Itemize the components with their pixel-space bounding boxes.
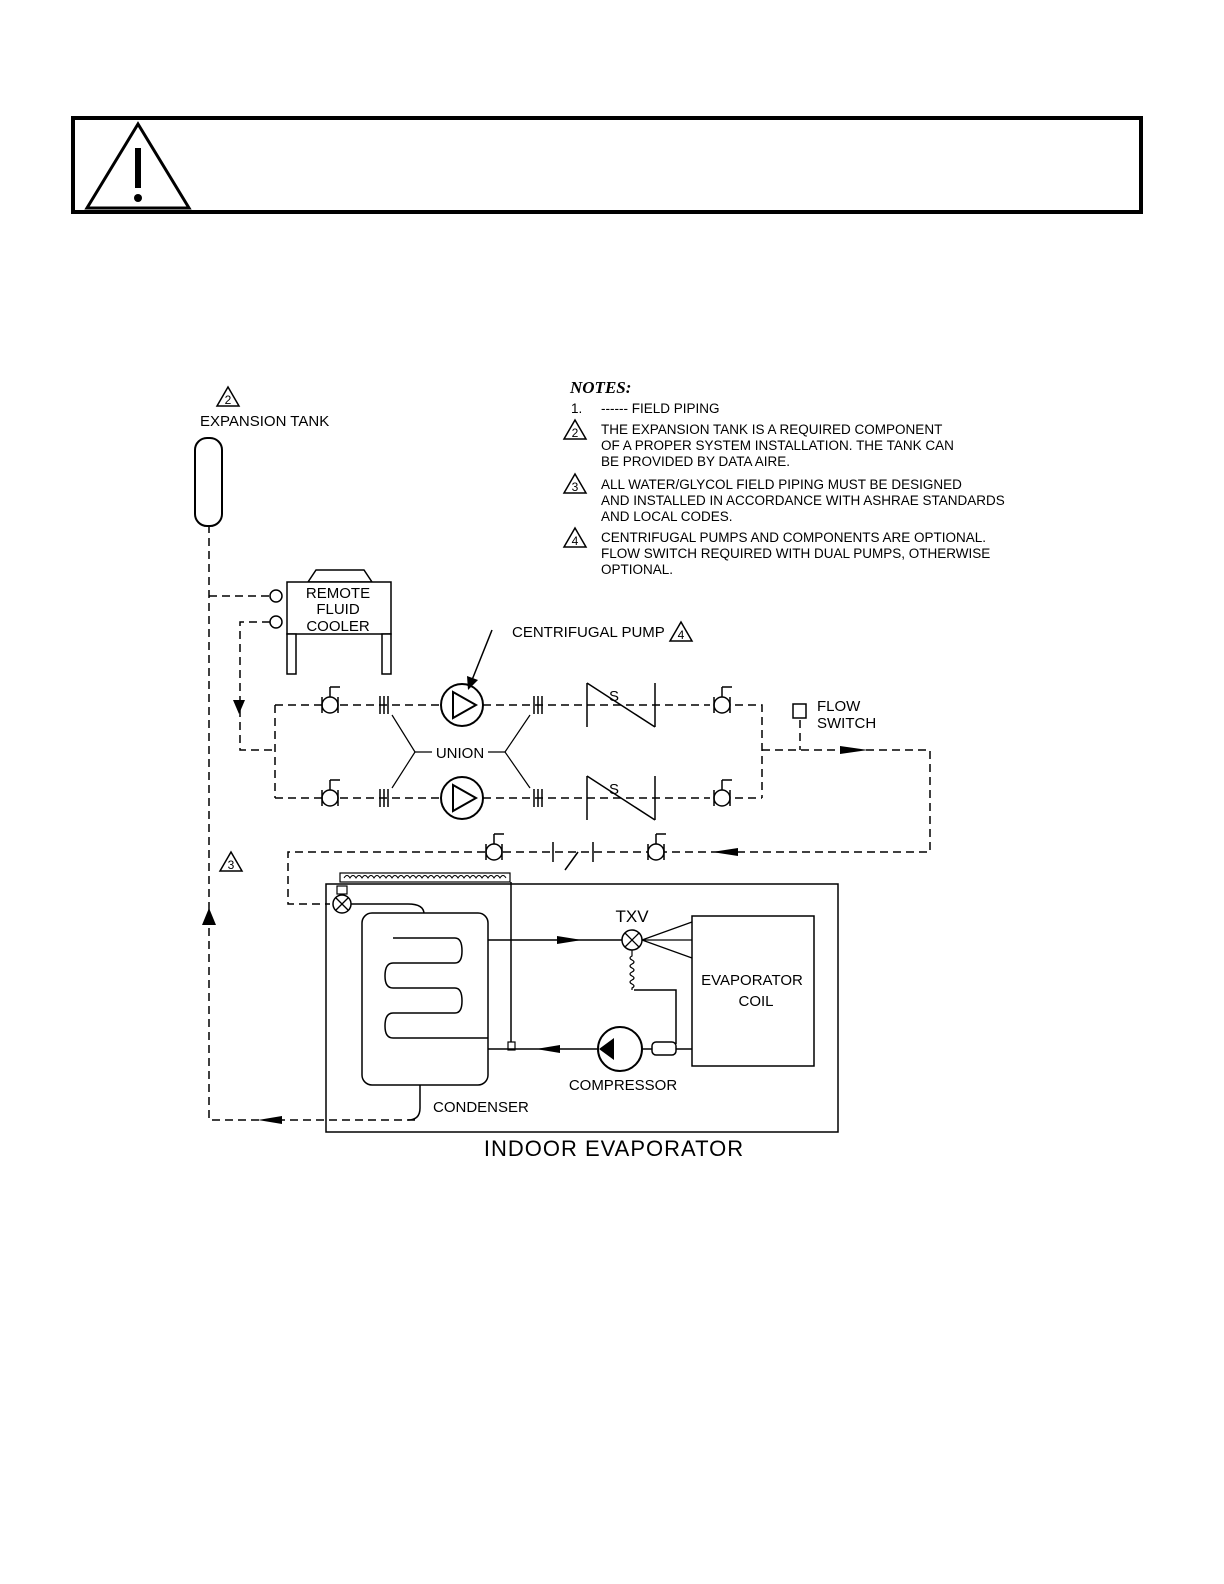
warning-triangle-icon — [84, 121, 192, 210]
note-2-line: OF A PROPER SYSTEM INSTALLATION. THE TAN… — [601, 438, 954, 453]
note-marker-3: 3 — [228, 858, 235, 872]
svg-text:COOLER: COOLER — [306, 618, 370, 635]
note-marker-4: 4 — [678, 628, 685, 642]
txv: TXV — [615, 907, 693, 990]
notes: NOTES: 1. ------ FIELD PIPING 2 THE EXPA… — [563, 378, 1005, 577]
evaporator-coil: EVAPORATOR COIL — [691, 915, 815, 1067]
note-marker-2: 2 — [225, 393, 232, 407]
note-3-line: ALL WATER/GLYCOL FIELD PIPING MUST BE DE… — [601, 477, 962, 492]
note-2-marker: 2 — [572, 426, 579, 440]
pump-loop: S S — [321, 682, 733, 821]
expansion-tank — [194, 437, 223, 527]
notes-title: NOTES: — [569, 378, 631, 397]
expansion-tank-label: EXPANSION TANK — [200, 413, 329, 430]
svg-text:FLUID: FLUID — [316, 601, 360, 618]
txv-label: TXV — [615, 907, 649, 926]
svg-text:EVAPORATOR: EVAPORATOR — [701, 972, 803, 989]
union-label: UNION — [436, 745, 484, 762]
note-2-line: THE EXPANSION TANK IS A REQUIRED COMPONE… — [601, 422, 942, 437]
note-3-marker: 3 — [572, 480, 579, 494]
svg-text:REMOTE: REMOTE — [306, 585, 370, 602]
note-4-marker: 4 — [572, 534, 579, 548]
note-4-line: CENTRIFUGAL PUMPS AND COMPONENTS ARE OPT… — [601, 530, 986, 545]
note-4-line: OPTIONAL. — [601, 562, 673, 577]
compressor: COMPRESSOR — [569, 1026, 678, 1094]
note-2-line: BE PROVIDED BY DATA AIRE. — [601, 454, 790, 469]
note-4-line: FLOW SWITCH REQUIRED WITH DUAL PUMPS, OT… — [601, 546, 990, 561]
flow-switch-label: SWITCH — [817, 715, 876, 732]
compressor-label: COMPRESSOR — [569, 1077, 678, 1094]
note-3-line: AND INSTALLED IN ACCORDANCE WITH ASHRAE … — [601, 493, 1005, 508]
indoor-evaporator-box — [325, 883, 839, 1133]
svg-text:COIL: COIL — [738, 993, 773, 1010]
note-1-marker: 1. — [571, 401, 582, 416]
flow-switch — [792, 703, 807, 719]
check-valve-label: S — [609, 781, 619, 798]
flow-switch-label: FLOW — [817, 698, 861, 715]
warning-box — [71, 116, 1143, 214]
indoor-evaporator-label: INDOOR EVAPORATOR — [484, 1136, 744, 1161]
condenser-label: CONDENSER — [433, 1099, 529, 1116]
note-1-line: ------ FIELD PIPING — [601, 401, 720, 416]
condenser: CONDENSER — [361, 912, 529, 1121]
centrifugal-pump-label: CENTRIFUGAL PUMP — [512, 624, 665, 641]
check-valve-label: S — [609, 688, 619, 705]
note-3-line: AND LOCAL CODES. — [601, 509, 733, 524]
remote-fluid-cooler: REMOTE FLUID COOLER — [269, 569, 392, 675]
